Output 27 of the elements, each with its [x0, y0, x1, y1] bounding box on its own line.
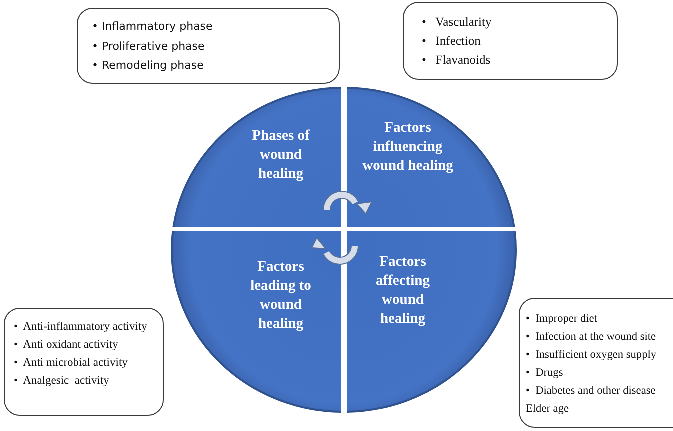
- list-item: • Anti oxidant activity: [14, 338, 118, 353]
- list-item: • Remodeling phase: [92, 58, 204, 74]
- quadrant-segment: [171, 231, 341, 413]
- quadrant-title: Phases of wound healing: [251, 127, 311, 184]
- list-item: • Inflammatory phase: [92, 19, 213, 35]
- list-item: • Drugs: [526, 366, 564, 381]
- list-item: • Infection at the wound site: [526, 330, 656, 345]
- list-item: • Improper diet: [526, 312, 598, 327]
- list-item: • Diabetes and other disease: [526, 384, 656, 399]
- quadrant-segment: [347, 231, 517, 413]
- list-item: • Anti microbial activity: [14, 356, 128, 371]
- list-item: • Analgesic activity: [14, 374, 110, 389]
- list-item: • Anti-inflammatory activity: [14, 320, 148, 335]
- list-card: [403, 2, 618, 80]
- list-item: • Insufficient oxygen supply: [526, 348, 657, 363]
- list-item: • Proliferative phase: [92, 38, 205, 54]
- quadrant-title: Factors affecting wound healing: [375, 253, 431, 329]
- quadrant-segment: [171, 87, 341, 227]
- list-item: • Flavanoids: [422, 52, 491, 69]
- quadrant-title: Factors leading to wound healing: [250, 258, 312, 334]
- list-item: • Infection: [422, 33, 481, 50]
- list-item: • Vascularity: [422, 14, 492, 31]
- list-card: [4, 308, 164, 416]
- list-card: [77, 8, 340, 84]
- list-item: Elder age: [526, 402, 569, 417]
- list-card: [519, 298, 673, 428]
- quadrant-title: Factors influencing wound healing: [362, 119, 454, 176]
